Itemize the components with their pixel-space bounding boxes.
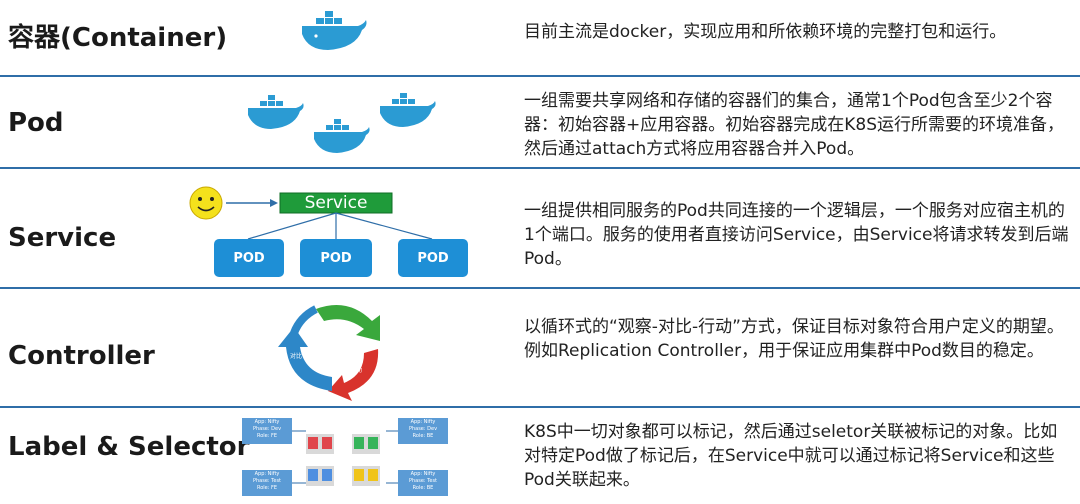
service-label: Service — [304, 193, 368, 213]
docker-whale-icon — [314, 119, 370, 153]
row-title: Service — [8, 223, 117, 253]
cycle-label-act: 行动 — [350, 367, 363, 374]
service-diagram — [189, 186, 468, 277]
label-card-text: App: Nifty Phase: Dev Role: FE — [252, 419, 282, 439]
row-description: 以循环式的“观察-对比-行动”方式，保证目标对象符合用户定义的期望。例如Repl… — [524, 317, 1064, 361]
cycle-arc-blue — [278, 327, 332, 391]
pod-box — [214, 239, 284, 277]
label-card — [242, 470, 292, 496]
row-title: 容器(Container) — [8, 23, 228, 53]
label-card-text: App: Nifty Phase: Test Role: FE — [252, 471, 282, 491]
row-title: Controller — [8, 341, 155, 371]
controller-cycle-diagram — [278, 305, 380, 401]
row-description: K8S中一切对象都可以标记，然后通过seletor关联被标记的对象。比如对特定P… — [524, 422, 1058, 490]
cycle-label-compare: 对比 — [290, 353, 303, 360]
selector-block-blue — [322, 469, 332, 481]
pod-box — [398, 239, 468, 277]
pod-label: POD — [320, 251, 352, 266]
row-description: 一组需要共享网络和存储的容器们的集合，通常1个Pod包含至少2个容器：初始容器+… — [524, 91, 1064, 159]
row-container: 容器(Container) 目前主流是docker，实现应用和所依赖环境的完整打… — [0, 0, 1080, 75]
row-pod: Pod 一组需要共享网络和存储的容器们的集合，通常1个Pod包含至少2个容器：初… — [0, 77, 1080, 167]
label-card-text: App: Nifty Phase: Dev Role: BE — [408, 419, 438, 439]
selector-block-red — [308, 437, 318, 449]
cycle-arc-green — [316, 305, 380, 341]
selector-block-red — [322, 437, 332, 449]
separator-line — [0, 75, 1080, 77]
separator-line — [0, 287, 1080, 289]
cycle-arc-red — [328, 349, 379, 401]
selector-block-yellow — [368, 469, 378, 481]
docker-whale-icon — [302, 11, 367, 50]
row-service: Service Service POD POD POD 一组提供相同服务的Pod… — [0, 169, 1080, 287]
row-description: 一组提供相同服务的Pod共同连接的一个逻辑层，一个服务对应宿主机的1个端口。服务… — [524, 201, 1069, 269]
row-title: Label & Selector — [8, 432, 250, 462]
selector-block-green — [368, 437, 378, 449]
row-title: Pod — [8, 108, 64, 138]
label-card — [398, 418, 448, 444]
label-card — [242, 418, 292, 444]
cycle-label-observe: 观察 — [356, 304, 369, 311]
separator-line — [0, 406, 1080, 408]
row-description: 目前主流是docker，实现应用和所依赖环境的完整打包和运行。 — [524, 22, 1007, 42]
selector-block-yellow — [354, 469, 364, 481]
pod-box — [300, 239, 372, 277]
row-controller: Controller 观察 对比 行动 以循环式的“观察-对比-行动”方式，保证… — [0, 289, 1080, 406]
pod-whales-illustration — [248, 93, 436, 153]
smiley-user-icon — [189, 186, 223, 220]
selector-block-green — [354, 437, 364, 449]
selector-block-blue — [308, 469, 318, 481]
row-label-selector: Label & Selector App: Nifty Phase: Dev R… — [0, 408, 1080, 504]
separator-line — [0, 167, 1080, 169]
pod-label: POD — [417, 251, 449, 266]
label-card — [398, 470, 448, 496]
docker-whale-icon — [248, 95, 304, 129]
label-card-text: App: Nifty Phase: Test Role: BE — [408, 471, 438, 491]
docker-whale-icon — [380, 93, 436, 127]
pod-label: POD — [233, 251, 265, 266]
label-selector-diagram — [242, 418, 448, 496]
